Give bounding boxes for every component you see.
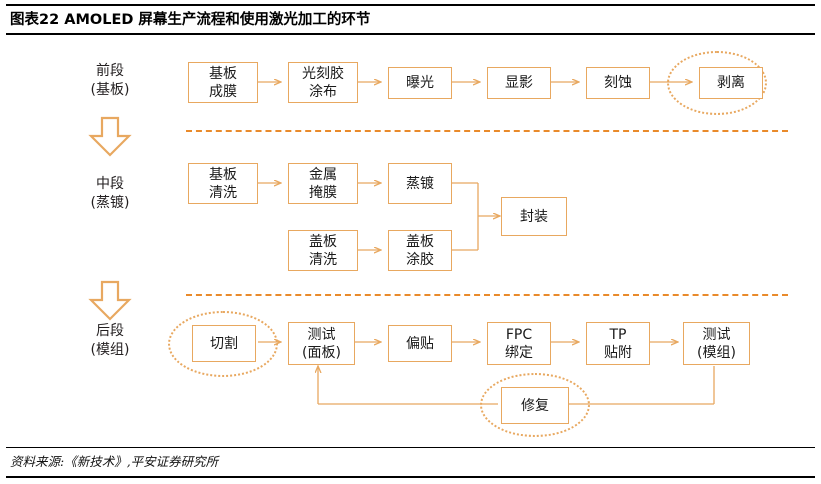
process-box-cutting[interactable]: 切割 — [192, 325, 256, 362]
footer-bottom-rule — [6, 476, 815, 478]
process-box-test-panel-line1: 测试 — [307, 326, 336, 343]
stage-label-front: 前段 (基板) — [62, 62, 158, 100]
process-box-cover-cleaning-line2: 清洗 — [309, 251, 337, 268]
process-box-photoresist-coating[interactable]: 光刻胶 涂布 — [288, 62, 358, 103]
process-box-substrate-film[interactable]: 基板 成膜 — [188, 62, 258, 103]
process-box-substrate-cleaning-line2: 清洗 — [209, 184, 237, 201]
process-box-cover-gluing[interactable]: 盖板 涂胶 — [388, 230, 452, 271]
process-box-polarizer-attach-label: 偏贴 — [406, 335, 434, 352]
stage-transition-arrow-2-icon — [88, 280, 132, 322]
process-box-test-panel[interactable]: 测试 (面板) — [288, 322, 355, 365]
process-box-test-panel-line2: (面板) — [302, 344, 341, 361]
process-box-exposure-label: 曝光 — [406, 75, 434, 91]
process-box-fpc-bonding-line1: FPC — [505, 326, 533, 343]
figure-title: 图表22 AMOLED 屏幕生产流程和使用激光加工的环节 — [10, 12, 371, 28]
process-box-tp-attach-line1: TP — [609, 326, 627, 343]
process-box-substrate-film-line1: 基板 — [209, 65, 237, 82]
process-box-test-module-line2: (模组) — [697, 344, 736, 361]
process-box-cover-gluing-line1: 盖板 — [406, 233, 434, 250]
stage-label-middle-line1: 中段 — [96, 176, 124, 192]
process-box-repair[interactable]: 修复 — [501, 387, 569, 424]
section-separator-front-middle — [186, 130, 788, 132]
process-box-tp-attach[interactable]: TP 贴附 — [586, 322, 650, 365]
process-box-encapsulation[interactable]: 封装 — [501, 197, 567, 236]
header-top-rule — [6, 4, 815, 6]
process-box-development[interactable]: 显影 — [487, 67, 551, 99]
process-box-photoresist-coating-line2: 涂布 — [309, 83, 337, 100]
stage-label-middle-line2: (蒸镀) — [90, 195, 130, 211]
process-box-cover-cleaning[interactable]: 盖板 清洗 — [288, 230, 358, 271]
process-box-evaporation[interactable]: 蒸镀 — [388, 163, 452, 204]
source-note: 资料来源:《新技术》,平安证券研究所 — [10, 454, 219, 469]
process-box-cover-cleaning-line1: 盖板 — [309, 233, 337, 250]
section-separator-middle-back — [186, 294, 788, 296]
process-box-photoresist-coating-line1: 光刻胶 — [302, 65, 344, 82]
process-box-etching-label: 刻蚀 — [604, 75, 632, 91]
process-box-substrate-cleaning[interactable]: 基板 清洗 — [188, 163, 258, 204]
process-box-substrate-film-line2: 成膜 — [209, 83, 237, 100]
process-box-test-module-line1: 测试 — [702, 326, 731, 343]
process-box-stripping[interactable]: 剥离 — [699, 67, 763, 99]
process-box-substrate-cleaning-line1: 基板 — [209, 166, 237, 183]
process-box-test-module[interactable]: 测试 (模组) — [683, 322, 750, 365]
process-box-tp-attach-line2: 贴附 — [604, 344, 632, 361]
process-box-development-label: 显影 — [505, 75, 533, 91]
header-bottom-rule — [6, 33, 815, 35]
process-box-metal-mask-line1: 金属 — [309, 166, 337, 183]
stage-label-back-line2: (模组) — [90, 342, 130, 358]
process-box-stripping-label: 剥离 — [717, 75, 745, 91]
stage-label-middle: 中段 (蒸镀) — [62, 175, 158, 213]
process-box-fpc-bonding-line2: 绑定 — [505, 344, 533, 361]
process-box-metal-mask[interactable]: 金属 掩膜 — [288, 163, 358, 204]
footer-top-rule — [6, 447, 815, 448]
stage-label-front-line2: (基板) — [90, 82, 130, 98]
process-box-fpc-bonding[interactable]: FPC 绑定 — [487, 322, 551, 365]
stage-label-front-line1: 前段 — [96, 63, 124, 79]
process-box-exposure[interactable]: 曝光 — [388, 67, 452, 99]
process-box-evaporation-label: 蒸镀 — [406, 175, 434, 192]
process-box-polarizer-attach[interactable]: 偏贴 — [388, 325, 452, 362]
stage-transition-arrow-1-icon — [88, 116, 132, 158]
stage-label-back: 后段 (模组) — [62, 322, 158, 360]
stage-label-back-line1: 后段 — [96, 323, 124, 339]
process-box-metal-mask-line2: 掩膜 — [309, 184, 337, 201]
process-box-encapsulation-label: 封装 — [520, 208, 548, 225]
process-box-repair-label: 修复 — [521, 397, 549, 414]
process-box-cutting-label: 切割 — [210, 335, 238, 352]
process-box-cover-gluing-line2: 涂胶 — [406, 251, 434, 268]
process-box-etching[interactable]: 刻蚀 — [586, 67, 650, 99]
